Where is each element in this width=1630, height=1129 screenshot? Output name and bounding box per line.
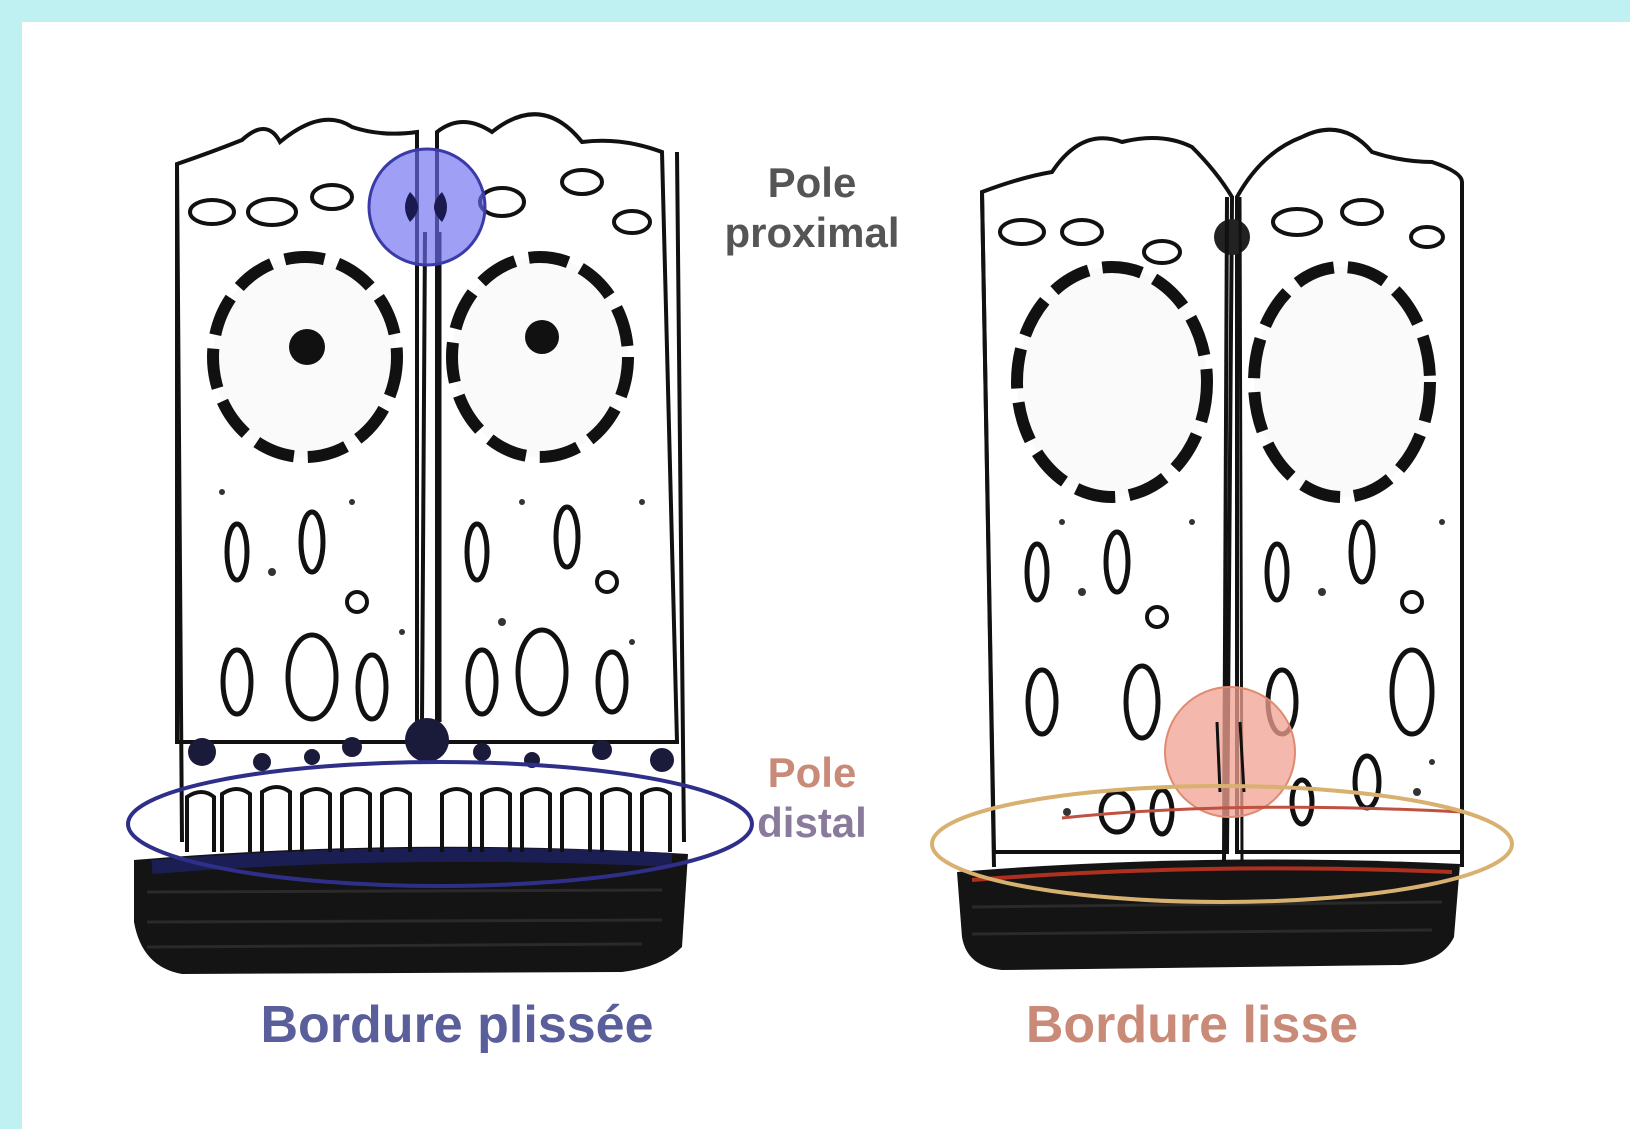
right-caption: Bordure lisse <box>1026 996 1358 1054</box>
pole-distal-label-line1: Pole <box>768 749 857 796</box>
ameloblast-diagram: Pole proximal Pole distal Bordure plissé… <box>22 22 1630 1129</box>
pole-proximal-label-line1: Pole <box>768 159 857 206</box>
right-junction-highlight <box>1165 687 1295 817</box>
pole-distal-label-line2: distal <box>757 799 867 846</box>
right-cell-pair <box>932 130 1512 970</box>
left-proximal-highlight <box>369 149 485 265</box>
left-nucleus-b <box>452 257 628 457</box>
right-nucleus-a <box>1017 267 1207 497</box>
pole-proximal-label-line2: proximal <box>724 209 899 256</box>
figure-frame: Pole proximal Pole distal Bordure plissé… <box>22 22 1630 1129</box>
right-nucleus-b <box>1254 267 1430 497</box>
left-caption: Bordure plissée <box>260 996 653 1054</box>
left-ruffled-border <box>187 787 670 852</box>
left-cell-pair <box>128 114 752 974</box>
